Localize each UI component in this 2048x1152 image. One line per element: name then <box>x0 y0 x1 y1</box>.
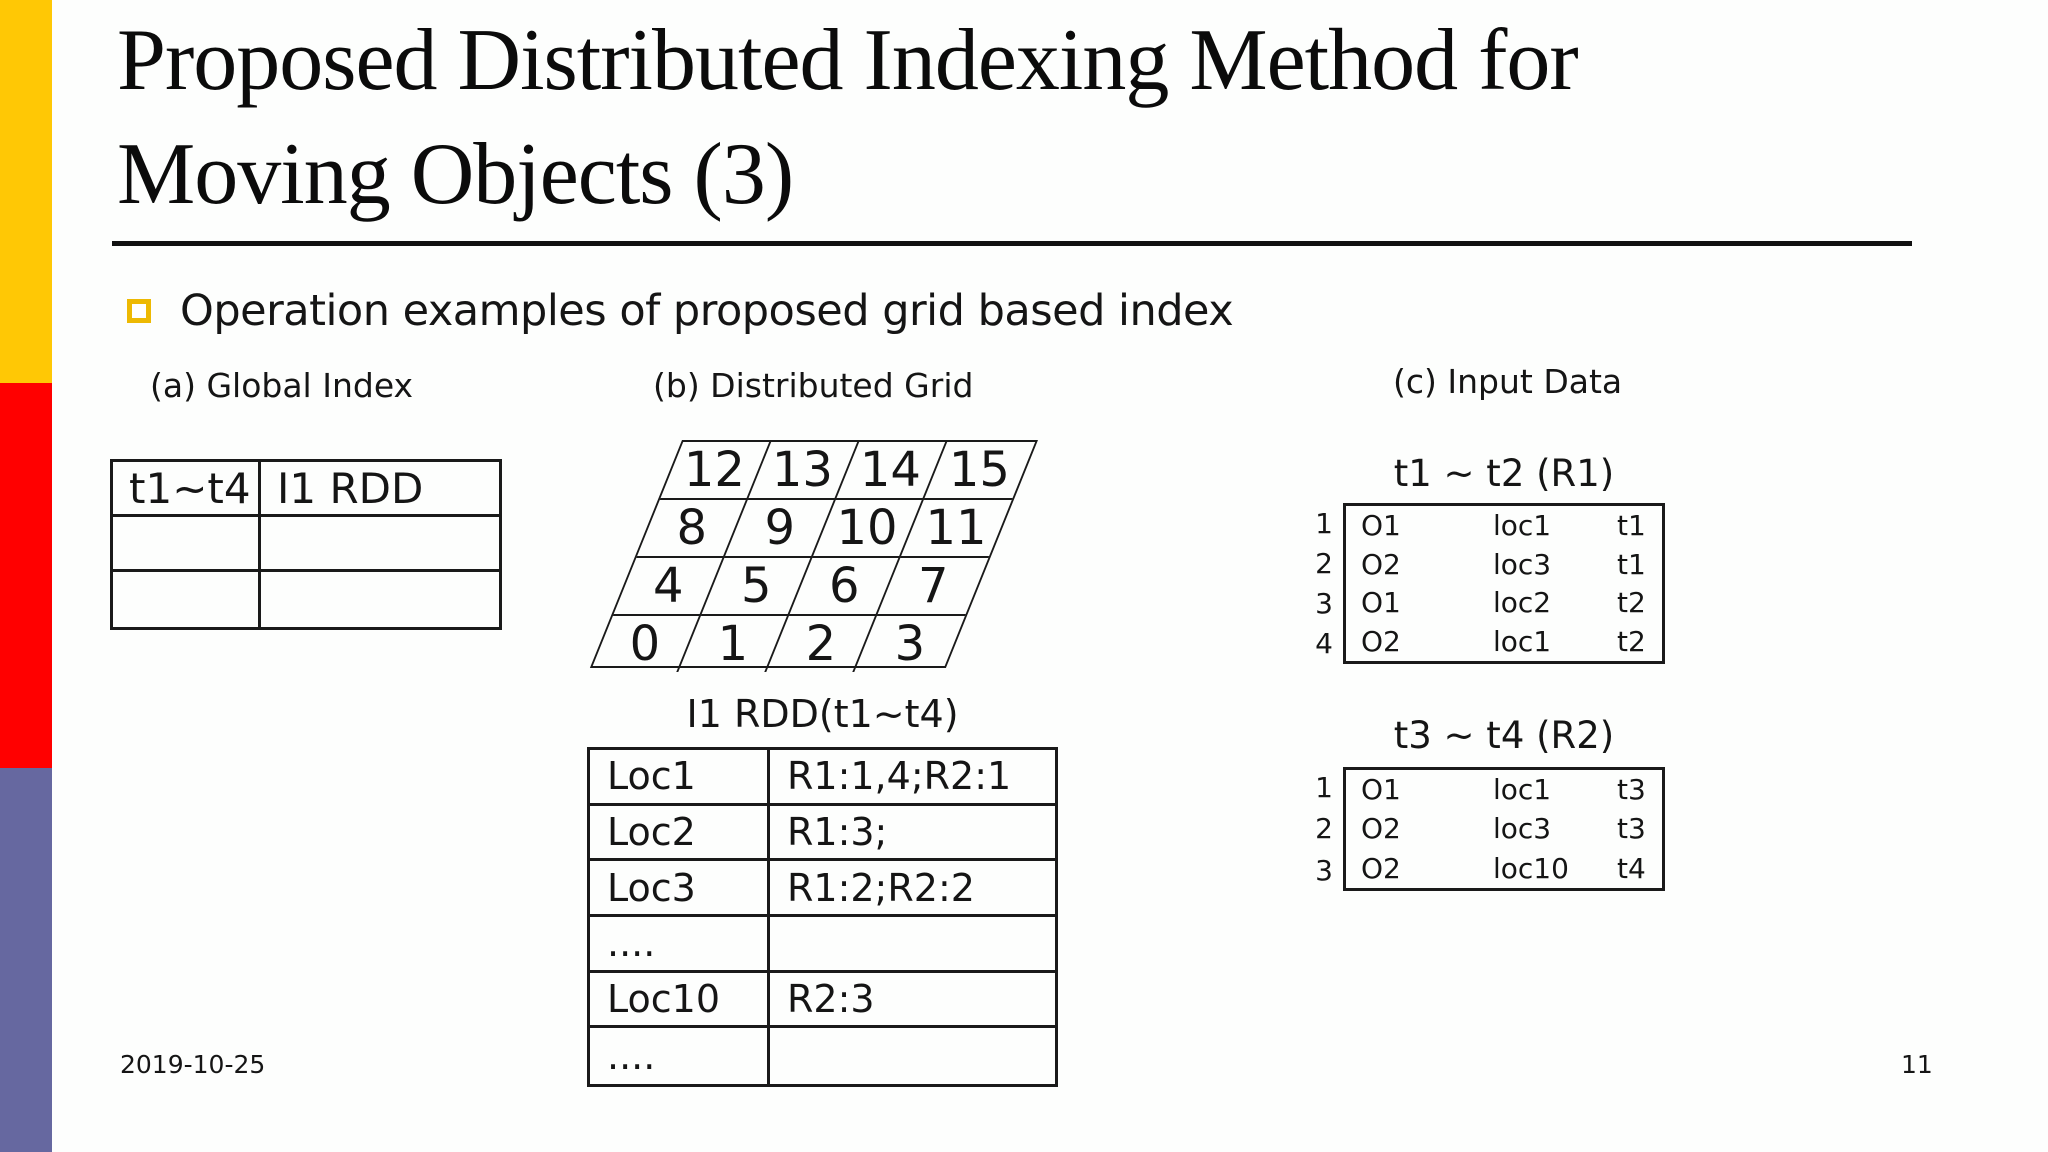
i1-rdd-cell: Loc10 <box>590 972 770 1029</box>
sidebar-block-blue <box>0 768 52 1152</box>
title-underline <box>112 241 1912 246</box>
r2-row-number: 1 <box>1315 771 1333 805</box>
i1-rdd-cell: .... <box>590 1028 770 1084</box>
global-index-value: I1 RDD <box>277 463 424 513</box>
bullet-square-icon <box>127 299 151 323</box>
global-index-table: t1~t4 I1 RDD <box>110 459 502 630</box>
r2-table-title: t3 ~ t4 (R2) <box>1393 714 1615 757</box>
distributed-grid: 12 13 14 15 8 9 10 11 4 5 6 7 0 1 2 3 <box>589 440 1038 672</box>
r1-row-number: 2 <box>1315 546 1333 580</box>
i1-rdd-cell: Loc3 <box>590 861 770 917</box>
i1-rdd-cell <box>770 1028 1055 1084</box>
i1-rdd-cell: R1:2;R2:2 <box>770 861 1055 917</box>
page-number: 11 <box>1901 1050 1933 1079</box>
r1-row-number: 4 <box>1315 627 1333 661</box>
global-index-cell <box>113 572 261 627</box>
global-index-key: t1~t4 <box>129 463 251 513</box>
section-a-label: (a) Global Index <box>150 366 414 405</box>
global-index-cell <box>113 517 261 572</box>
i1-rdd-table-title: I1 RDD(t1~t4) <box>686 692 959 736</box>
footer-date: 2019-10-25 <box>120 1050 266 1079</box>
i1-rdd-cell: .... <box>590 917 770 973</box>
i1-rdd-cell: R1:3; <box>770 806 1055 862</box>
i1-rdd-cell: Loc2 <box>590 805 770 862</box>
bullet-row: Operation examples of proposed grid base… <box>127 286 1234 336</box>
bullet-text: Operation examples of proposed grid base… <box>180 286 1234 336</box>
section-c-label: (c) Input Data <box>1393 362 1623 401</box>
section-b-label: (b) Distributed Grid <box>653 366 974 405</box>
global-index-cell: I1 RDD <box>261 462 499 517</box>
sidebar-color-bar <box>0 0 52 1152</box>
page-title-line1: Proposed Distributed Indexing Method for <box>117 12 1579 109</box>
r1-table-title: t1 ~ t2 (R1) <box>1393 452 1615 495</box>
sidebar-block-red <box>0 383 52 768</box>
r1-row-number: 1 <box>1315 506 1333 540</box>
r2-row-numbers: 1 2 3 <box>1293 767 1333 891</box>
global-index-cell: t1~t4 <box>113 462 261 517</box>
r1-row-numbers: 1 2 3 4 <box>1293 503 1333 664</box>
r1-row-number: 3 <box>1315 587 1333 621</box>
page-title: Proposed Distributed Indexing Method for… <box>117 4 1917 232</box>
i1-rdd-cell <box>770 917 1055 973</box>
global-index-cell <box>261 517 499 572</box>
i1-rdd-cell: R2:3 <box>770 973 1055 1029</box>
r2-row-number: 3 <box>1315 853 1333 887</box>
page-title-line2: Moving Objects (3) <box>117 126 794 223</box>
i1-rdd-cell: Loc1 <box>590 750 770 806</box>
sidebar-block-yellow <box>0 0 52 383</box>
global-index-cell <box>261 572 499 627</box>
r2-row-number: 2 <box>1315 812 1333 846</box>
i1-rdd-table: Loc1 R1:1,4;R2:1 Loc2 R1:3; Loc3 R1:2;R2… <box>587 747 1058 1087</box>
i1-rdd-cell: R1:1,4;R2:1 <box>770 750 1055 806</box>
